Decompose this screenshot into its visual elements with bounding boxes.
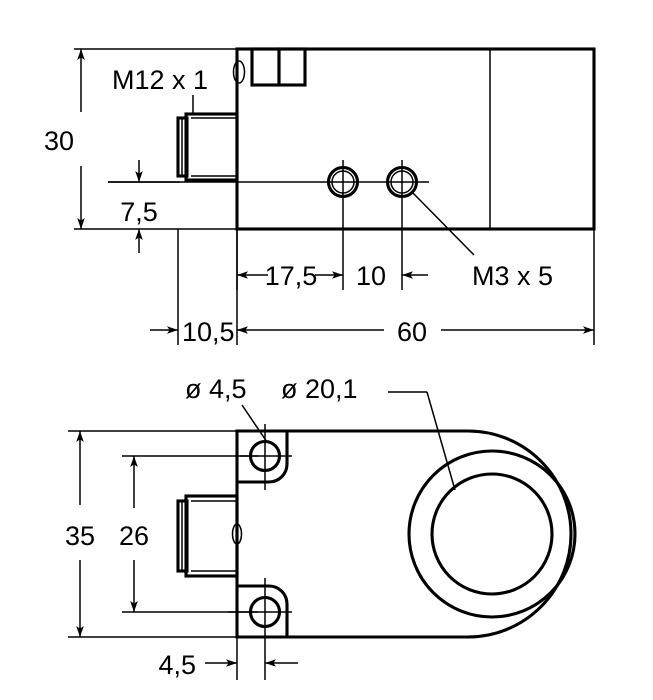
dim-label-10: 10 <box>356 261 386 291</box>
ring-bore-circle <box>430 472 554 596</box>
label-bore-20-1: ø 20,1 <box>281 374 358 404</box>
dim-label-17-5: 17,5 <box>265 261 318 291</box>
mounting-tab-upper <box>237 429 289 484</box>
dim-label-60: 60 <box>397 317 427 347</box>
label-hole-4-5: ø 4,5 <box>185 374 247 404</box>
top-view-group: ø 4,5 ø 20,1 35 26 4,5 <box>65 374 577 680</box>
ring-outer-circle <box>407 449 577 619</box>
dim-label-7-5: 7,5 <box>120 197 158 227</box>
m12-connector-top-oval <box>231 523 243 545</box>
dim-label-10-5: 10,5 <box>182 317 235 347</box>
dim-label-35: 35 <box>65 521 95 551</box>
side-body-outline <box>235 47 596 231</box>
m12-connector-body <box>184 112 239 182</box>
dim-label-26: 26 <box>119 521 149 551</box>
label-m3: M3 x 5 <box>472 261 553 291</box>
side-top-notch-right <box>277 47 307 87</box>
m12-connector-body-top <box>184 494 239 578</box>
mounting-tab-lower <box>237 584 289 639</box>
dim-label-30: 30 <box>44 126 74 156</box>
top-body-outline <box>235 429 573 639</box>
hole-4-5-leader <box>241 404 268 443</box>
bore-20-1-leader-d <box>426 391 456 491</box>
label-m12: M12 x 1 <box>112 65 208 95</box>
m3-label-leader <box>411 191 475 256</box>
side-view-group: 30 7,5 M12 x 1 17,5 10 M3 x 5 10,5 60 <box>44 47 596 347</box>
dim-label-4-5: 4,5 <box>158 650 196 680</box>
side-top-notch-oval <box>232 60 246 84</box>
side-top-notch-left <box>250 47 281 87</box>
